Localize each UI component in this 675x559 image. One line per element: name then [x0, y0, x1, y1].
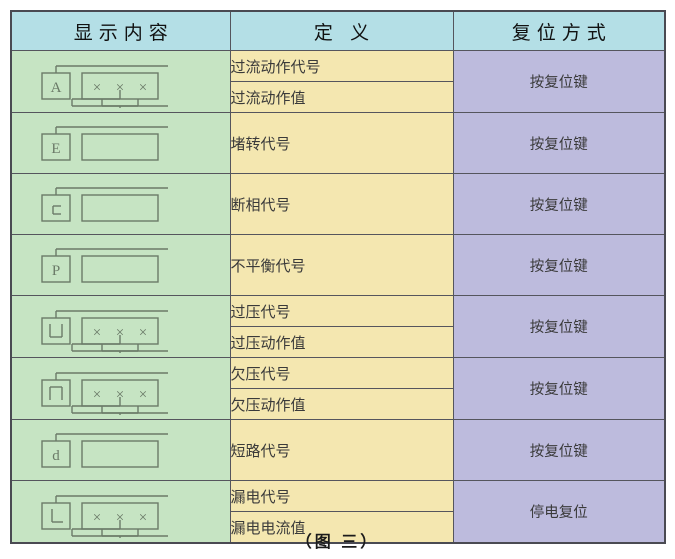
display-icon-e-blank: E: [41, 126, 168, 161]
definition-cell: 堵转代号: [229, 112, 454, 174]
svg-text:×: ×: [116, 325, 124, 341]
display-icon-wrap: E: [36, 117, 224, 169]
col-header-display: 显示内容: [10, 10, 231, 51]
display-icon-wrap: × × ×: [36, 363, 224, 415]
figure-caption: （图 三）: [295, 534, 380, 551]
svg-text:×: ×: [93, 510, 101, 526]
reset-method-cell: 按复位键: [452, 50, 666, 113]
display-content-cell: × × ×: [10, 357, 231, 420]
table-row: × × × 过压代号按复位键: [10, 295, 666, 358]
display-content-cell: × × ×: [10, 480, 231, 544]
display-content-cell: d: [10, 419, 231, 481]
table-row: 漏电电流值: [11, 511, 665, 544]
svg-text:×: ×: [116, 80, 124, 96]
display-icon-p-blank: P: [41, 248, 168, 283]
header-row: 显示内容 定 义 复位方式: [10, 10, 666, 51]
table-row: d 短路代号按复位键: [10, 419, 666, 481]
definition-cell: 短路代号: [229, 419, 454, 481]
definition-cell: 过流动作值: [229, 81, 454, 113]
table-row: 过压动作值: [11, 326, 665, 358]
table-row: 断相代号按复位键: [10, 173, 666, 235]
display-content-cell: × × ×: [10, 295, 231, 358]
display-icon-wrap: × × ×: [36, 486, 224, 538]
reset-method-cell: 停电复位: [452, 480, 666, 544]
table-row: E 堵转代号按复位键: [10, 112, 666, 174]
display-icon-wrap: × × ×: [36, 301, 224, 353]
svg-text:×: ×: [139, 80, 147, 96]
definition-cell: 欠压动作值: [229, 388, 454, 420]
svg-text:A: A: [51, 80, 62, 96]
svg-text:P: P: [52, 263, 60, 279]
svg-text:×: ×: [139, 387, 147, 403]
display-icon-n-xxx: × × ×: [41, 371, 168, 415]
definition-cell: 过压动作值: [229, 326, 454, 358]
display-icon-a-xxx: A × × ×: [41, 64, 168, 108]
display-icon-l-xxx: × × ×: [41, 494, 168, 538]
display-icon-c-blank: [41, 187, 168, 222]
table-header: 显示内容 定 义 复位方式: [10, 10, 666, 51]
display-content-cell: P: [10, 234, 231, 296]
display-icon-d-blank: d: [41, 433, 168, 468]
reset-method-cell: 按复位键: [452, 112, 666, 174]
svg-text:E: E: [51, 141, 60, 157]
display-icon-wrap: d: [36, 424, 224, 476]
col-header-definition: 定 义: [229, 10, 454, 51]
definition-cell: 漏电电流值: [229, 511, 454, 544]
reset-method-cell: 按复位键: [452, 419, 666, 481]
table-row: × × × 漏电代号停电复位: [10, 480, 666, 544]
display-icon-wrap: [36, 178, 224, 230]
svg-text:×: ×: [139, 510, 147, 526]
svg-text:×: ×: [139, 325, 147, 341]
display-icon-u-xxx: × × ×: [41, 309, 168, 353]
reset-method-cell: 按复位键: [452, 234, 666, 296]
display-content-cell: A × × ×: [10, 50, 231, 113]
definition-cell: 不平衡代号: [229, 234, 454, 296]
svg-text:×: ×: [93, 80, 101, 96]
display-content-cell: E: [10, 112, 231, 174]
definition-cell: 过压代号: [229, 295, 454, 327]
display-icon-wrap: P: [36, 239, 224, 291]
display-content-cell: [10, 173, 231, 235]
definition-cell: 欠压代号: [229, 357, 454, 389]
svg-text:×: ×: [116, 510, 124, 526]
definition-cell: 断相代号: [229, 173, 454, 235]
definition-cell: 过流动作代号: [229, 50, 454, 82]
reset-method-cell: 按复位键: [452, 357, 666, 420]
definition-cell: 漏电代号: [229, 480, 454, 512]
table-row: A × × × 过流动作代号按复位键: [10, 50, 666, 113]
table-row: × × × 欠压代号按复位键: [10, 357, 666, 420]
display-icon-wrap: A × × ×: [36, 56, 224, 108]
table-row: P 不平衡代号按复位键: [10, 234, 666, 296]
reset-method-cell: 按复位键: [452, 173, 666, 235]
svg-text:×: ×: [93, 325, 101, 341]
col-header-reset: 复位方式: [452, 10, 666, 51]
svg-text:×: ×: [116, 387, 124, 403]
reset-method-cell: 按复位键: [452, 295, 666, 358]
table-row: 欠压动作值: [11, 388, 665, 420]
svg-text:×: ×: [93, 387, 101, 403]
svg-text:d: d: [52, 448, 60, 464]
